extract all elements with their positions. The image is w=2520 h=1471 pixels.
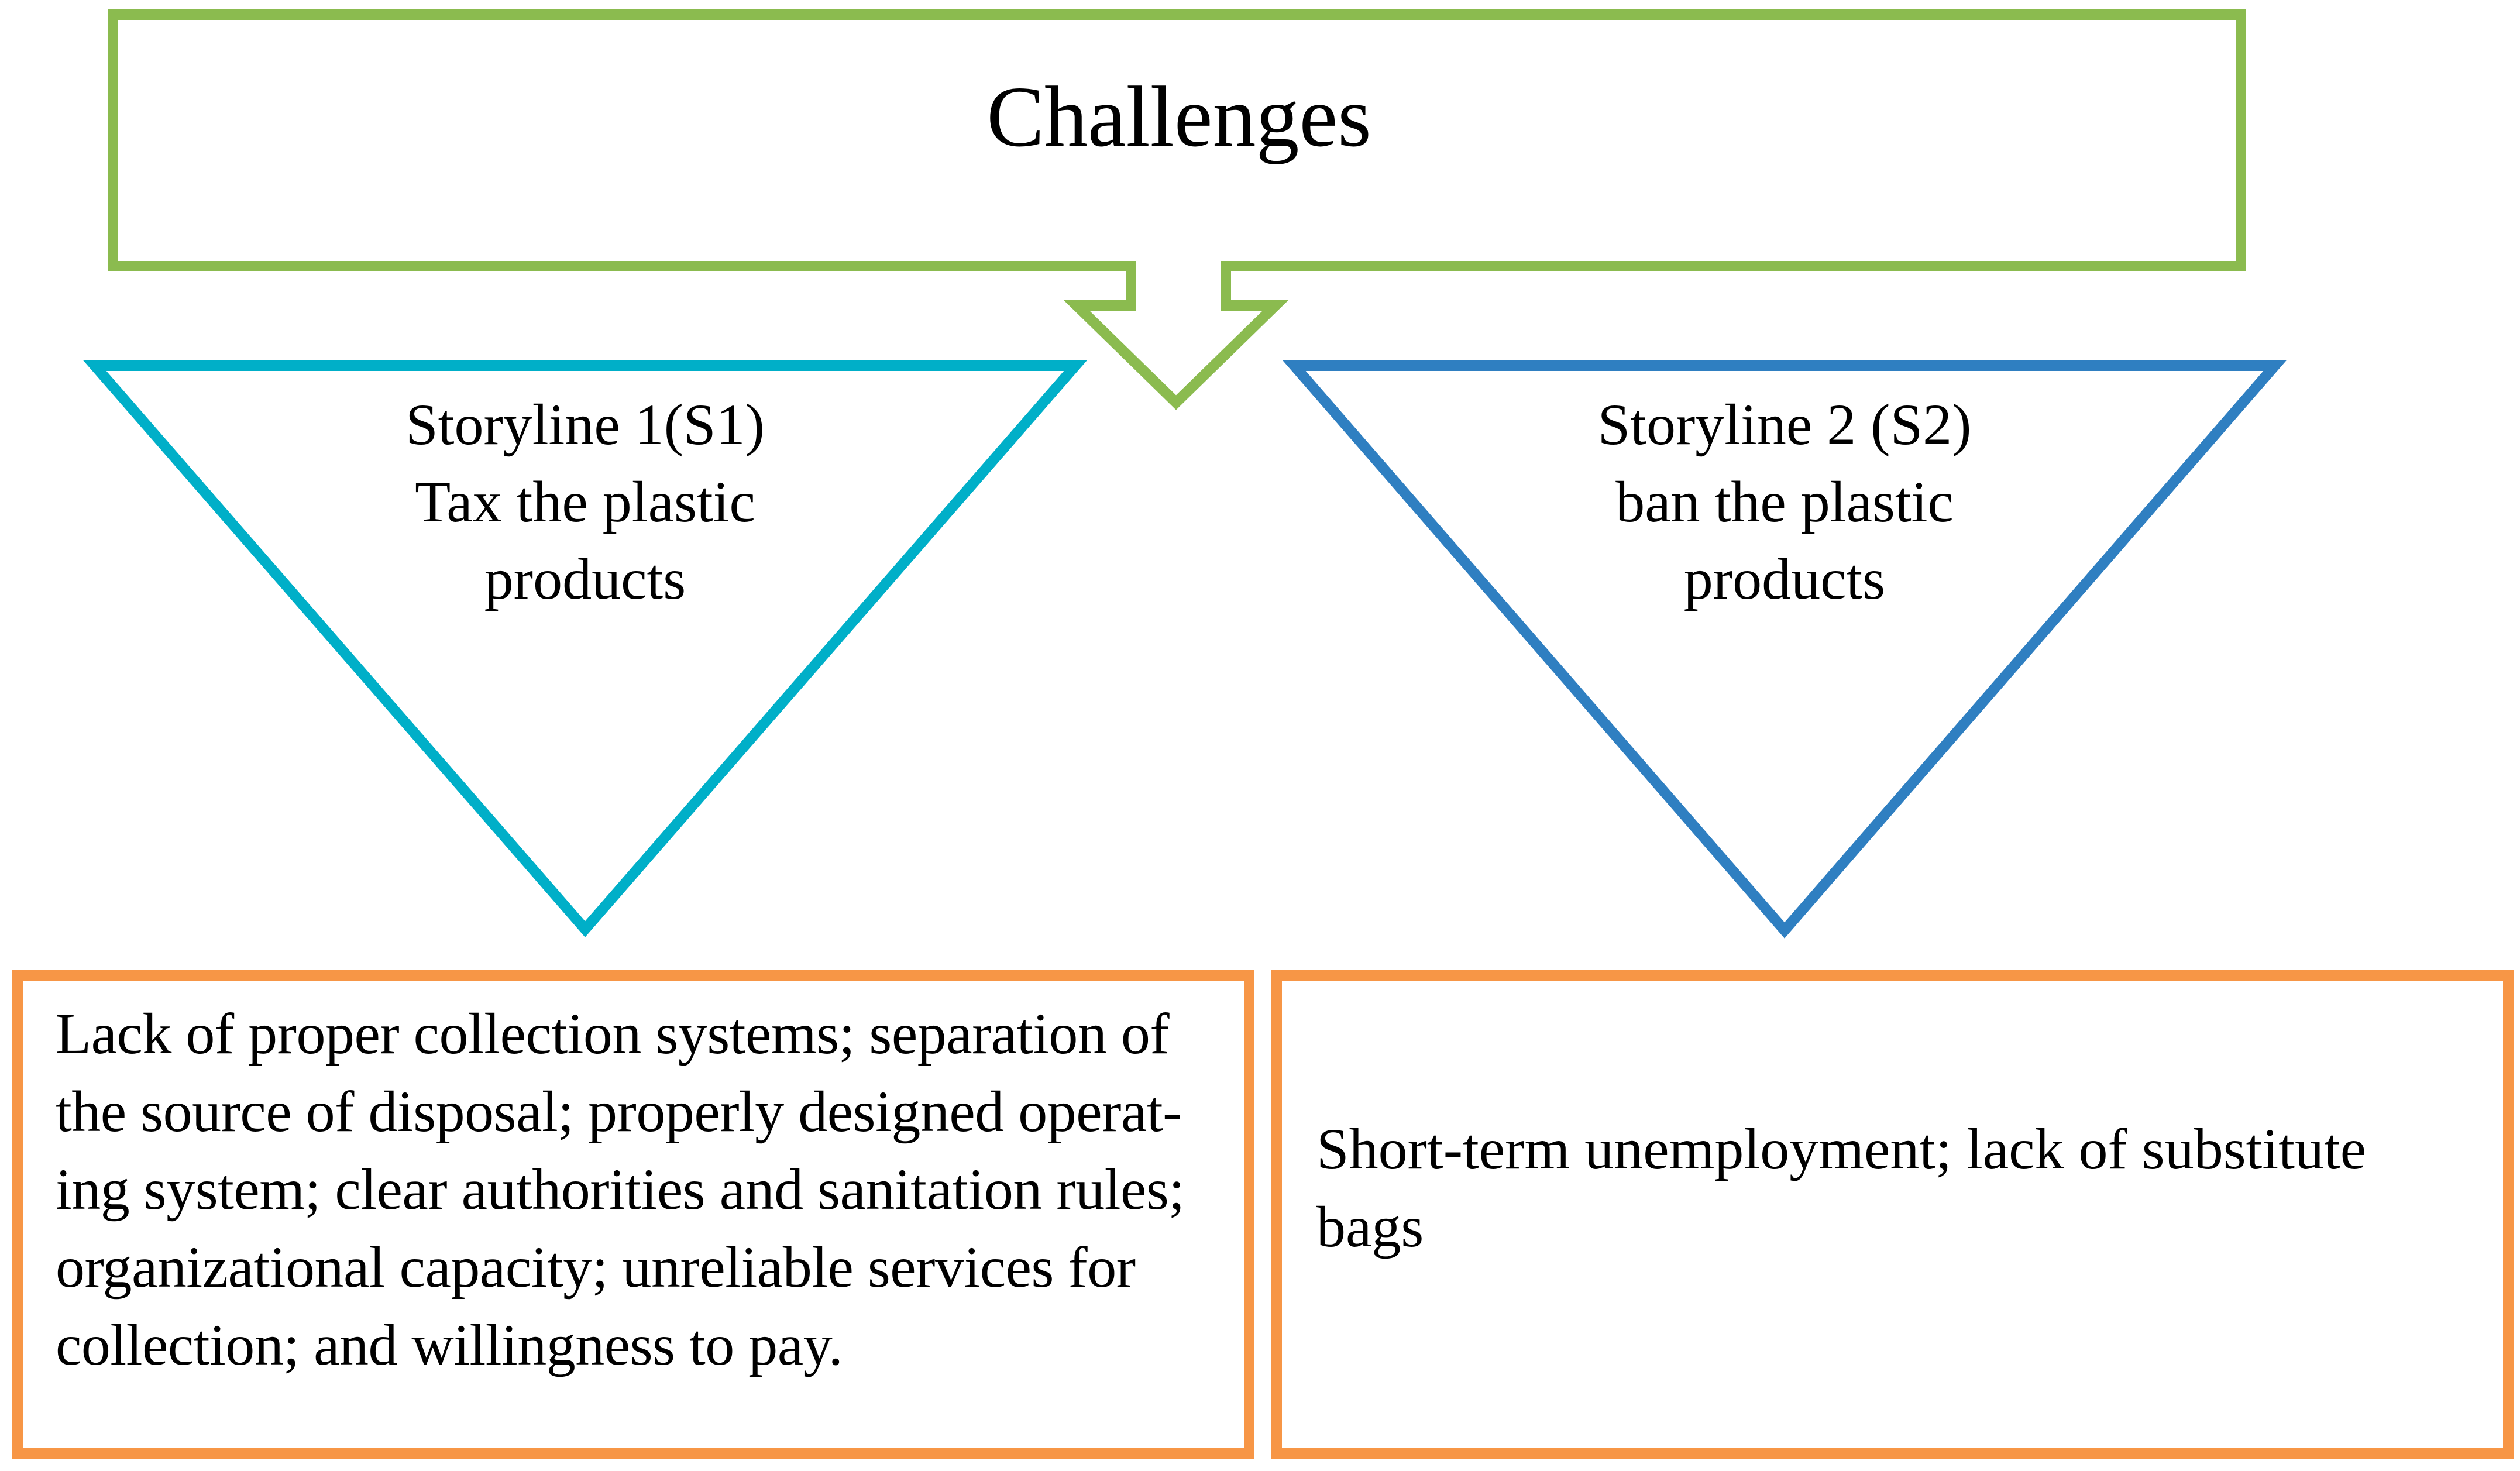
storyline-1-challenges-box (12, 970, 1254, 1459)
challenges-box (108, 9, 2246, 410)
storyline-1-label: Storyline 1(S1) Tax the plastic products (293, 386, 878, 618)
text-line: collection; and willingness to pay. (56, 1312, 843, 1377)
text-line: the source of disposal; properly designe… (56, 1079, 1182, 1144)
text-line: Short-term unemployment; lack of substit… (1316, 1116, 2367, 1181)
text-line: ing system; clear authorities and sanita… (56, 1157, 1185, 1222)
storyline-1-triangle (83, 360, 1087, 937)
challenges-title: Challenges (986, 69, 1371, 165)
storyline-1-name: Storyline 1(S1) (405, 392, 765, 457)
storyline-2-challenges-text: Short-term unemployment; lack of substit… (1316, 1110, 2487, 1266)
storyline-2-description-line: products (1683, 547, 1886, 611)
storyline-2-label: Storyline 2 (S2) ban the plastic product… (1492, 386, 2077, 618)
text-line: Lack of proper collection systems; separ… (56, 1001, 1170, 1066)
storyline-2-challenges-box (1271, 970, 2514, 1459)
storyline-1-challenges-text: Lack of proper collection systems; separ… (56, 995, 1255, 1384)
text-line: organizational capacity; unreliable serv… (56, 1235, 1136, 1300)
storyline-2-description-line: ban the plastic (1615, 469, 1954, 534)
storyline-1-description-line: products (484, 547, 686, 611)
storyline-2-name: Storyline 2 (S2) (1597, 392, 1972, 457)
storyline-2-triangle (1283, 360, 2287, 939)
storyline-1-description-line: Tax the plastic (415, 469, 755, 534)
text-line: bags (1316, 1194, 1424, 1259)
